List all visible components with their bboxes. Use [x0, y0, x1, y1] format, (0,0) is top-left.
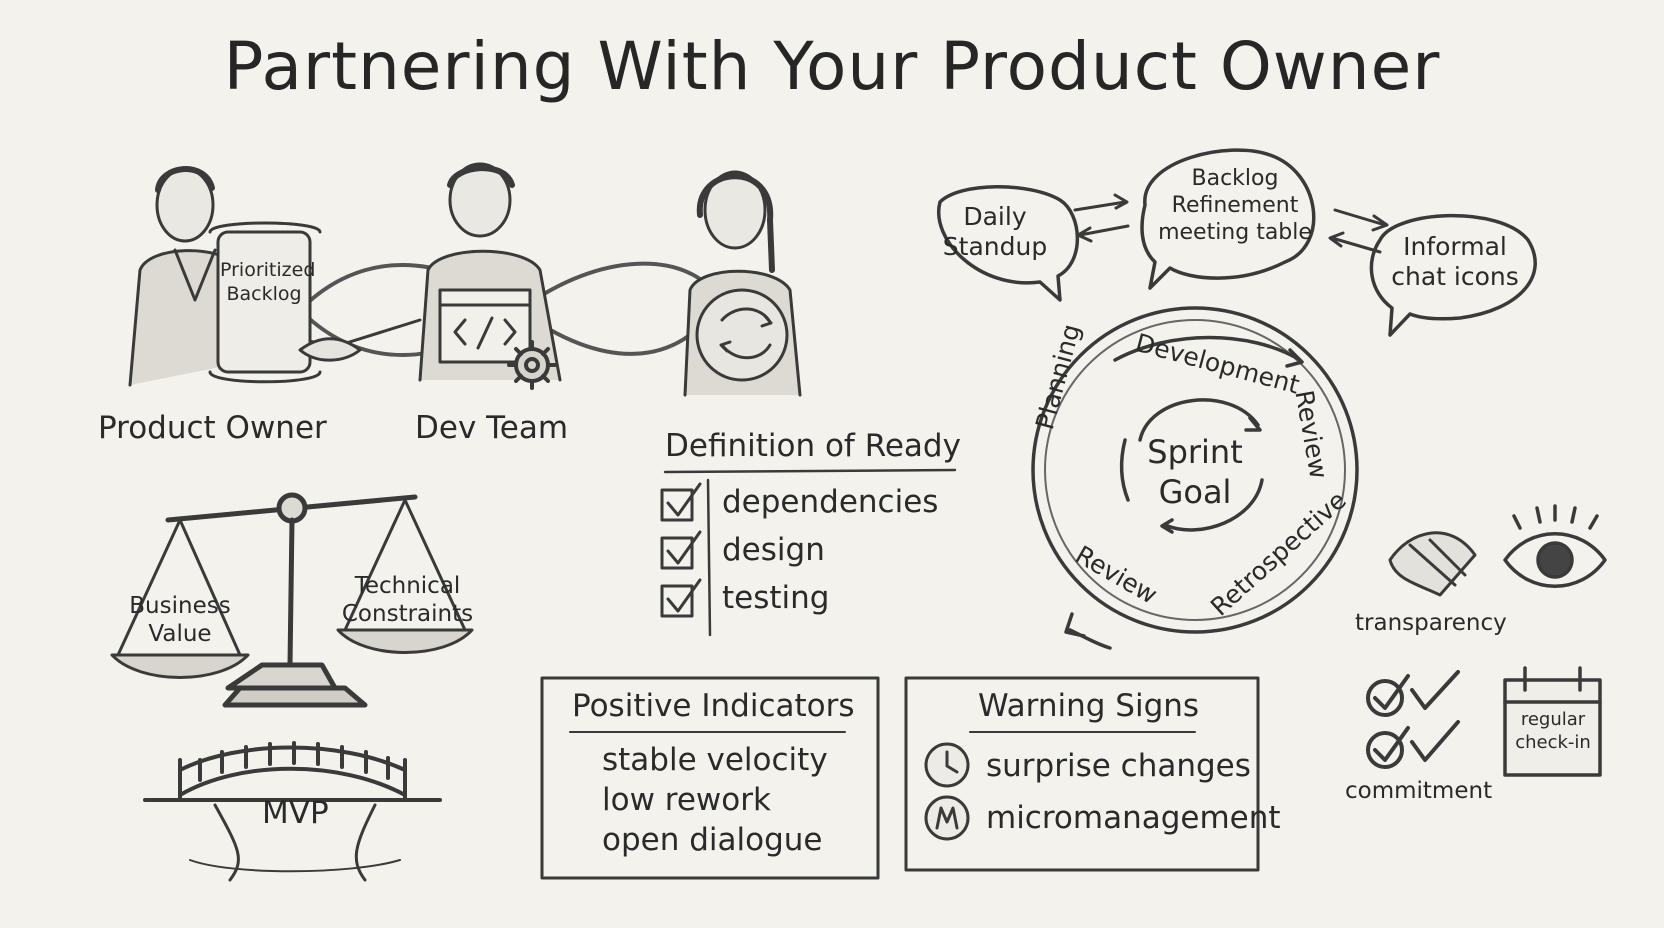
page-title: Partnering With Your Product Owner	[223, 28, 1441, 105]
handshake-icon	[298, 337, 362, 362]
scroll-label: Prioritized Backlog	[220, 259, 316, 305]
dor-item: dependencies	[722, 484, 939, 520]
positive-item: open dialogue	[602, 822, 823, 858]
warning-item: micromanagement	[986, 800, 1281, 836]
dor-item: design	[722, 532, 825, 568]
transparency-label: transparency	[1355, 610, 1507, 636]
positive-box	[540, 676, 880, 880]
technical-constraints-label: Technical Constraints	[341, 573, 474, 627]
business-value-label: Business Value	[129, 593, 231, 647]
calendar-icon	[1503, 666, 1602, 777]
globe-cycle-icon	[695, 288, 789, 382]
bubbles	[937, 148, 1537, 337]
commitment-label: commitment	[1345, 778, 1493, 804]
warning-title: Warning Signs	[978, 688, 1200, 724]
positive-item: low rework	[602, 782, 771, 818]
gear-icon	[507, 340, 557, 390]
dor-item: testing	[722, 580, 830, 616]
sprint-cycle	[1031, 306, 1359, 650]
informal-chat-bubble: Informal chat icons	[1391, 232, 1519, 291]
warning-box	[904, 676, 1260, 872]
positive-title: Positive Indicators	[572, 688, 855, 724]
backlog-refinement-bubble: Backlog Refinement meeting table	[1158, 166, 1312, 245]
daily-standup-bubble: Daily Standup	[942, 202, 1048, 261]
eye-icon	[1503, 504, 1607, 588]
scroll-icon	[208, 221, 322, 384]
dev-team-label: Dev Team	[415, 410, 569, 446]
right-pan	[336, 498, 474, 654]
left-pan	[110, 518, 250, 679]
bridge-icon	[143, 741, 442, 882]
warning-item: surprise changes	[986, 748, 1251, 784]
dor-title: Definition of Ready	[665, 428, 961, 464]
commitment-checks	[1366, 670, 1460, 769]
handshake-transparency-icon	[1388, 531, 1477, 597]
product-owner-label: Product Owner	[98, 410, 327, 446]
positive-item: stable velocity	[602, 742, 828, 778]
dor-checkboxes	[660, 482, 702, 618]
balance-scale	[165, 492, 418, 708]
sprint-goal-label: Sprint Goal	[1147, 433, 1243, 511]
mvp-label: MVP	[262, 795, 329, 831]
checkin-label: regular check-in	[1515, 709, 1591, 753]
